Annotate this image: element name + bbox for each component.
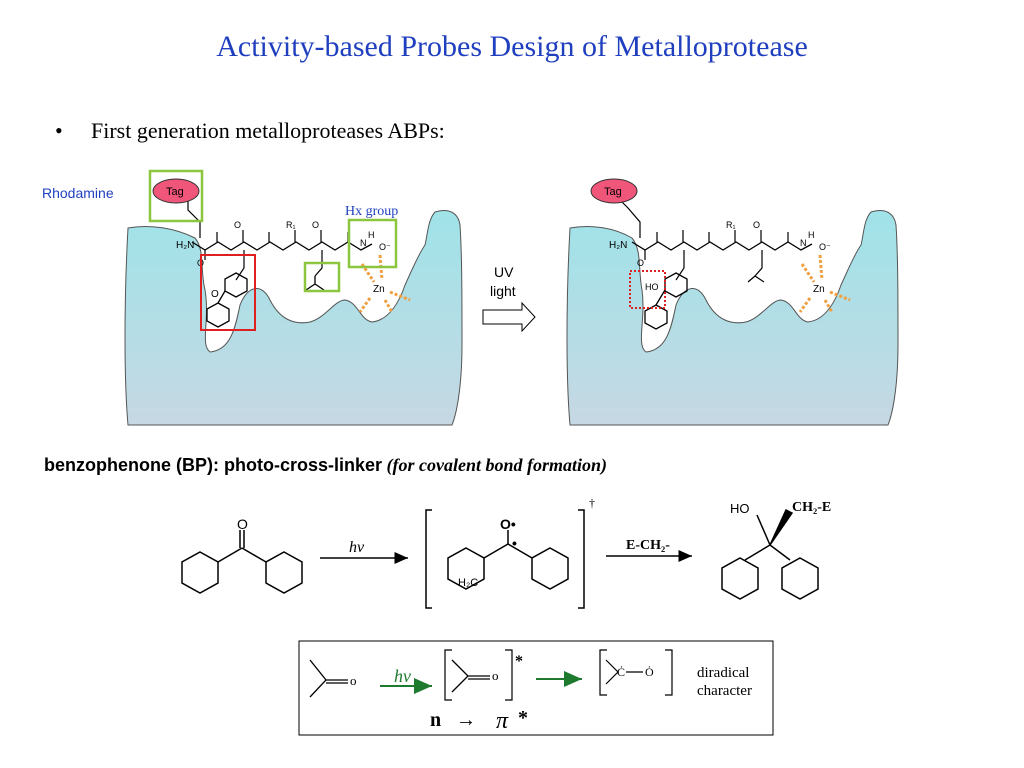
carbonyl-o-label: O: [237, 516, 248, 532]
bracket-left: [425, 509, 432, 609]
transition-star: *: [518, 707, 528, 729]
inset-hv-label: hν: [394, 666, 411, 686]
bullet-text: First generation metalloproteases ABPs:: [91, 118, 445, 143]
protein-surface: [566, 210, 899, 426]
hydroxamate-n: N: [360, 238, 367, 248]
transition-arrow: →: [456, 709, 476, 731]
diradical-line2: character: [697, 683, 752, 699]
bp-o-label: O: [211, 289, 219, 300]
crosslinked-bp-group: [644, 272, 688, 330]
bullet-marker: •: [55, 118, 63, 143]
rhodamine-label: Rhodamine: [42, 185, 114, 201]
protein-surface: [124, 210, 463, 426]
benzophenone-group: [206, 272, 248, 328]
ho-label: HO: [645, 282, 659, 292]
rhodamine-box: [148, 169, 204, 223]
bp-heading-bold: benzophenone (BP): photo-cross-linker: [44, 455, 383, 475]
uv-label-line1: UV: [494, 264, 514, 280]
ketyl-radical-structure: [447, 530, 569, 590]
inset-o-label: o: [350, 673, 357, 688]
tag-ellipse: [152, 178, 200, 204]
radical-dot: •: [512, 535, 517, 551]
inset-radical-c: Ċ: [617, 664, 625, 679]
product-ch2e-label: CH₂-E: [792, 500, 831, 515]
hv-label: hν: [349, 539, 365, 556]
h2c-label: H₂C: [458, 577, 478, 589]
inset-bracket-right: [505, 649, 513, 701]
benzophenone-structure: [181, 530, 303, 594]
hx-box: [347, 218, 398, 269]
carbonyl-o-label: O: [637, 258, 644, 268]
crosslink-highlight-box: [629, 270, 666, 309]
zn-label: Zn: [373, 284, 385, 295]
inset-diradical: [605, 659, 643, 685]
bp-heading: benzophenone (BP): photo-cross-linker (f…: [44, 455, 607, 476]
reaction-scheme: [181, 508, 819, 736]
inset-box: [298, 640, 774, 736]
inset-excited-ketone: [451, 659, 490, 693]
reagent-label: E-CH₂-: [626, 538, 670, 553]
h2n-label: H₂N: [609, 240, 627, 251]
peptide-backbone: [191, 241, 373, 251]
h2n-label: H₂N: [176, 240, 194, 251]
dagger-mark: †: [589, 496, 595, 510]
transition-n: n: [430, 709, 441, 731]
tag-label: Tag: [604, 186, 622, 198]
uv-arrow: UV light: [482, 264, 536, 333]
inset-star: *: [515, 653, 523, 670]
inset-bracket-left-2: [599, 649, 607, 696]
transition-pi: π: [496, 708, 509, 734]
diradical-line1: diradical: [697, 665, 749, 681]
carbonyl-o-label: O: [312, 220, 319, 230]
inset-radical-o: Ȯ: [645, 664, 654, 679]
carbonyl-o-label: O: [234, 220, 241, 230]
product-ho-label: HO: [730, 501, 750, 516]
isobutyl-group: [305, 276, 325, 291]
bullet-item: • First generation metalloproteases ABPs:: [55, 118, 445, 144]
bp-heading-italic: (for covalent bond formation): [386, 455, 608, 475]
tag-ellipse: [590, 178, 638, 204]
hydroxamate-o: O⁻: [819, 242, 831, 252]
peptide-backbone: [631, 241, 813, 251]
r1-label: R₁: [726, 220, 736, 230]
tag-label: Tag: [166, 186, 184, 198]
bracket-right: [578, 509, 585, 609]
zn-label: Zn: [813, 284, 825, 295]
inset-ketone: [309, 659, 348, 698]
slide-title: Activity-based Probes Design of Metallop…: [216, 30, 808, 63]
bp-highlight-box: [200, 254, 256, 331]
product-structure: [721, 508, 819, 600]
isobutyl-box: [303, 261, 341, 293]
inset-bracket-left: [444, 649, 452, 701]
cross-linked-diagram: H₂N R₁ O O HO N H O⁻ Zn Tag: [566, 178, 899, 426]
r1-label: R₁: [286, 220, 296, 230]
hydroxamate-n: N: [800, 238, 807, 248]
inset-bracket-right-2: [665, 649, 673, 696]
hydroxamate-h: H: [368, 230, 375, 240]
inset-o-label-2: o: [492, 668, 499, 683]
hx-group-label: Hx group: [345, 204, 398, 219]
hydroxamate-o: O⁻: [379, 242, 391, 252]
radical-o-label: O•: [500, 516, 516, 532]
zn-coordination: [798, 254, 851, 313]
carbonyl-o-label: O: [753, 220, 760, 230]
uv-label-line2: light: [490, 283, 516, 299]
probe-bound-diagram: H₂N R₁ O O O O N H O⁻ Zn Tag: [42, 169, 463, 426]
hydroxamate-h: H: [808, 230, 815, 240]
